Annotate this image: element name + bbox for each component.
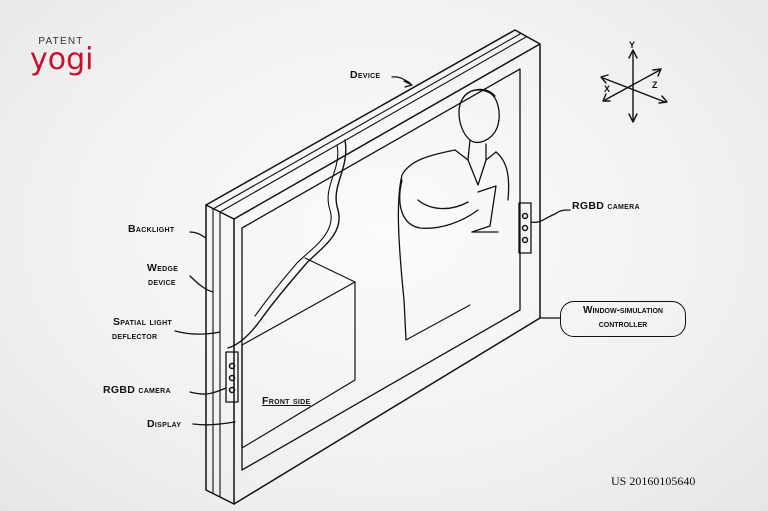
- label-spatial-line1: Spatial light: [113, 316, 172, 329]
- person-torso-right: [496, 152, 509, 200]
- label-front-side: Front side: [262, 395, 311, 408]
- right-camera-lens-3: [523, 238, 528, 243]
- label-rgbd-right: RGBD camera: [572, 200, 640, 213]
- front-side-top: [305, 258, 355, 282]
- left-camera-housing: [226, 352, 238, 402]
- axis-x-label: X: [604, 84, 610, 94]
- patent-number: US 20160105640: [611, 474, 695, 489]
- controller-label-line1: Window-simulation: [583, 305, 663, 316]
- left-camera-lens-1: [230, 364, 235, 369]
- person-collar: [455, 150, 496, 185]
- person-arm-inner: [418, 200, 468, 209]
- label-backlight: Backlight: [128, 223, 174, 236]
- controller-label: Window-simulation controller: [560, 304, 686, 332]
- person-hand-tablet: [472, 186, 496, 232]
- person-body-bottom: [406, 305, 470, 340]
- axis-y-label: Y: [629, 40, 635, 50]
- leader-rgbd-left: [190, 388, 226, 394]
- person-head: [459, 90, 499, 142]
- cutaway-edge: [228, 140, 346, 348]
- leader-rgbd-right: [531, 210, 570, 222]
- device-top-edge: [234, 44, 540, 219]
- layer-top-line-2: [220, 37, 526, 212]
- label-device: Device: [350, 69, 380, 82]
- leader-display: [193, 422, 235, 425]
- controller-label-line2: controller: [599, 319, 648, 330]
- leader-backlight: [190, 232, 206, 238]
- right-camera-lens-1: [523, 214, 528, 219]
- leader-wedge: [190, 276, 213, 292]
- person-arm-left: [400, 180, 478, 228]
- label-display: Display: [147, 418, 181, 431]
- front-side-face: [242, 282, 355, 448]
- person-torso-left: [398, 150, 455, 340]
- label-wedge-line2: device: [148, 276, 176, 289]
- label-spatial-line2: deflector: [112, 330, 157, 343]
- axis-z-label: Z: [652, 80, 658, 90]
- right-camera-lens-2: [523, 226, 528, 231]
- layer-top-line-1: [213, 34, 520, 209]
- label-wedge-line1: Wedge: [147, 262, 178, 275]
- display-area: [242, 69, 520, 470]
- label-rgbd-left: RGBD camera: [103, 384, 171, 397]
- left-camera-lens-3: [230, 388, 235, 393]
- right-camera-housing: [519, 203, 531, 253]
- device-outer-frame: [206, 30, 540, 504]
- left-camera-lens-2: [230, 376, 235, 381]
